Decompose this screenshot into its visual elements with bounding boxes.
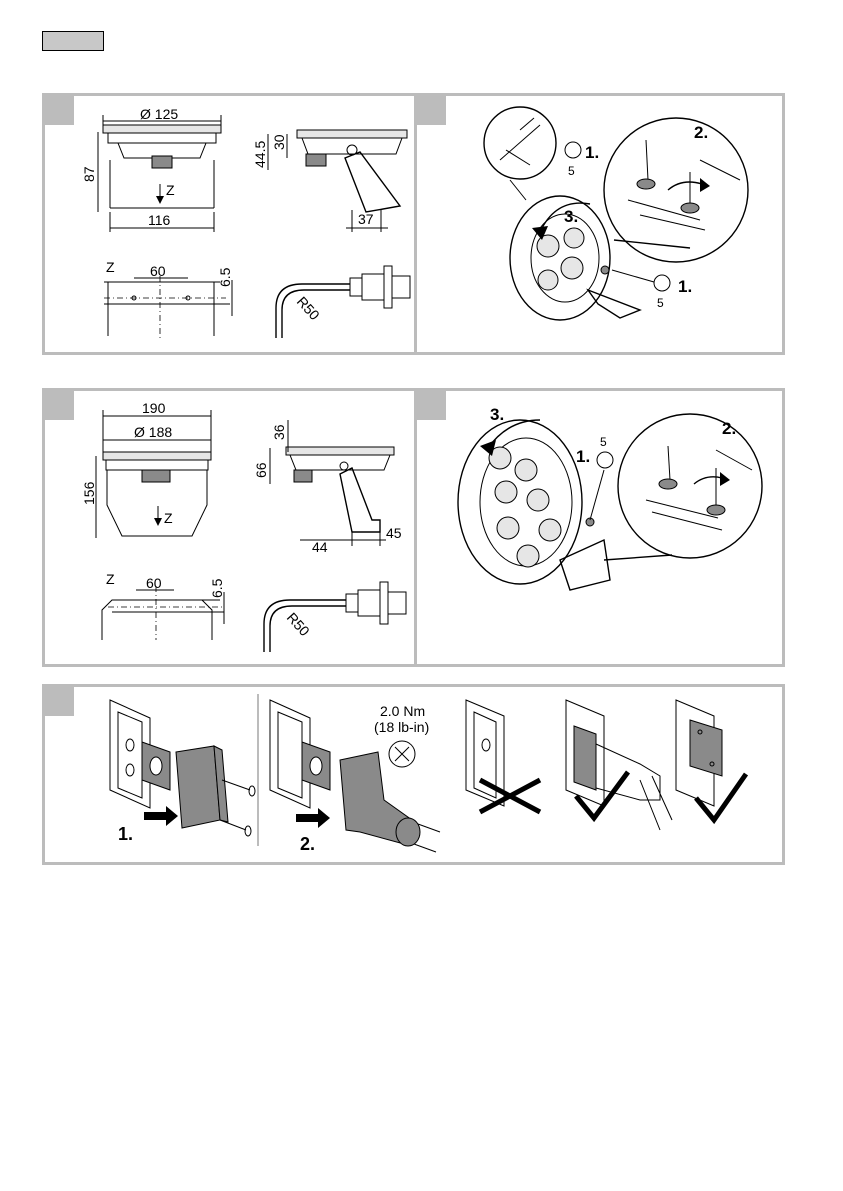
push-arrow-1-icon: [144, 806, 178, 826]
panel-e-wrong-example: [466, 700, 540, 812]
panel-e-step1: [110, 700, 255, 836]
step-2-e: 2.: [300, 834, 315, 854]
step-1-e: 1.: [118, 824, 133, 844]
torque-value: 2.0 Nm: [380, 703, 425, 719]
panel-e-correct-example-1: [566, 700, 672, 830]
push-arrow-2-icon: [296, 808, 330, 828]
cross-icon: [480, 780, 540, 812]
check-icon-2: [696, 774, 746, 820]
torque-value-imperial: (18 lb-in): [374, 719, 429, 735]
panel-e-correct-example-2: [676, 700, 746, 820]
